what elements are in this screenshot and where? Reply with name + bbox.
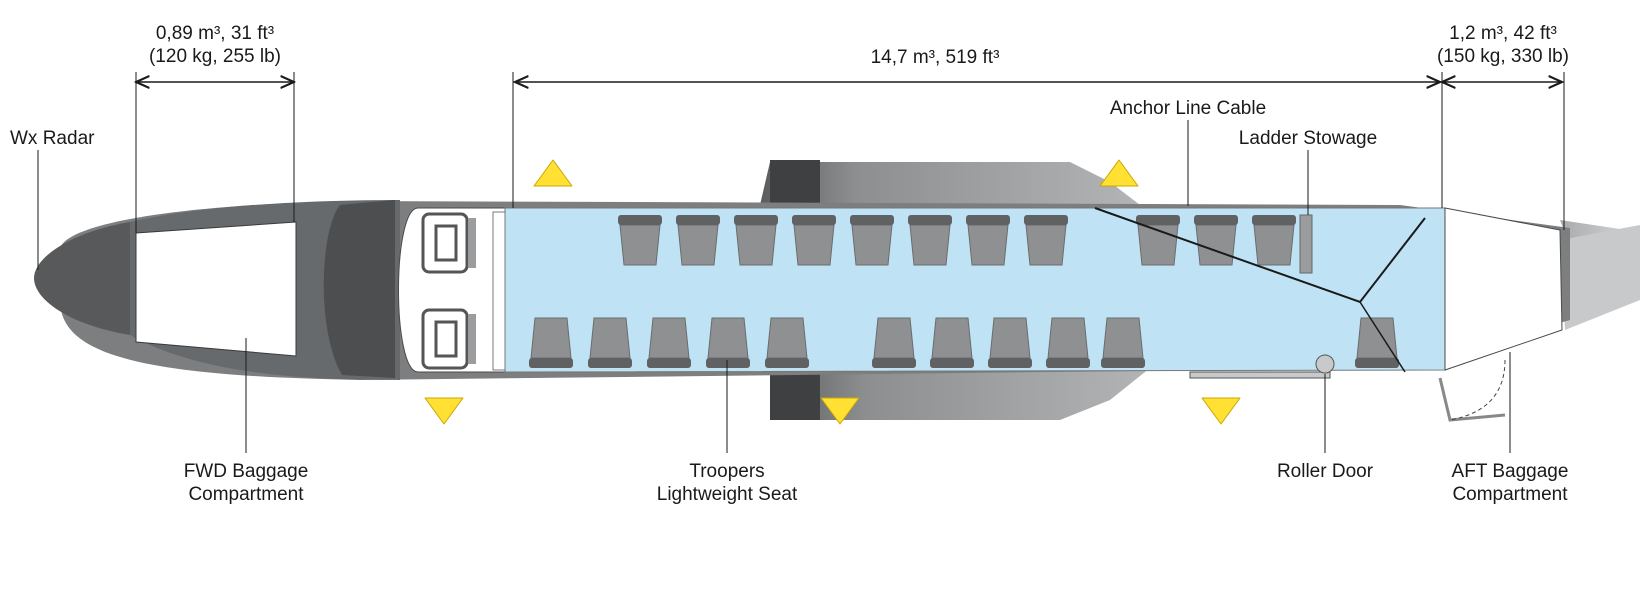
- seat-upper-2: [676, 215, 720, 266]
- exit-marker-4: [820, 397, 860, 425]
- aft-baggage-line-1: AFT Baggage: [1451, 461, 1569, 482]
- exit-marker-5: [1201, 397, 1241, 425]
- seat-lower-9: [1046, 317, 1090, 368]
- seat-upper-5: [850, 215, 894, 266]
- seat-upper-10: [1194, 215, 1238, 266]
- aft-baggage-line-2: Compartment: [1452, 484, 1568, 505]
- seat-lower-2: [588, 317, 632, 368]
- seat-lower-6: [872, 317, 916, 368]
- exit-marker-1: [533, 159, 573, 187]
- aft-volume-line-2: (150 kg, 330 lb): [1436, 46, 1570, 67]
- roller-door[interactable]: [1189, 371, 1331, 379]
- seat-lower-1: [529, 317, 573, 368]
- aft-baggage-compartment[interactable]: [1444, 207, 1563, 371]
- cockpit-window: [323, 200, 395, 378]
- seat-lower-7: [930, 317, 974, 368]
- anchor-line-cable-lower: [1359, 301, 1406, 373]
- seat-lower-8: [988, 317, 1032, 368]
- seat-upper-1: [618, 215, 662, 266]
- exit-marker-2: [1099, 159, 1139, 187]
- copilot-seat: [421, 308, 476, 370]
- seat-upper-6: [908, 215, 952, 266]
- troopers-seat-label: Troopers Lightweight Seat: [657, 460, 798, 506]
- wx-radar-label: Wx Radar: [10, 128, 95, 149]
- exit-marker-group: [424, 159, 1241, 425]
- seat-upper-8: [1024, 215, 1068, 266]
- aft-door-swing: [1449, 359, 1506, 421]
- wing-root-lower: [770, 368, 820, 420]
- wing-lower: [770, 368, 1150, 420]
- leader-lines: [37, 120, 1511, 453]
- fwd-baggage-line-2: Compartment: [188, 484, 304, 505]
- ladder-stowage-box: [1299, 214, 1313, 274]
- exit-marker-3: [424, 397, 464, 425]
- wing-root-upper: [770, 160, 820, 205]
- roller-door-label: Roller Door: [1276, 461, 1374, 482]
- fwd-volume-line-2: (120 kg, 255 lb): [148, 46, 282, 67]
- pilot-seat: [421, 212, 476, 274]
- troopers-seat-line-1: Troopers: [689, 461, 765, 482]
- main-volume-label: 14,7 m³, 519 ft³: [870, 47, 1000, 68]
- aft-door: [1438, 377, 1506, 422]
- aft-volume-line-1: 1,2 m³, 42 ft³: [1449, 23, 1557, 44]
- wing-upper: [760, 162, 1140, 205]
- seat-lower-3: [647, 317, 691, 368]
- fwd-baggage-compartment[interactable]: [135, 221, 297, 357]
- seat-lower-10: [1101, 317, 1145, 368]
- seat-group: [529, 215, 1399, 368]
- fwd-baggage-line-1: FWD Baggage: [183, 461, 309, 482]
- seat-lower-5: [765, 317, 809, 368]
- seat-upper-11: [1252, 215, 1296, 266]
- fwd-baggage-label: FWD Baggage Compartment: [184, 460, 309, 506]
- troopers-seat-line-2: Lightweight Seat: [656, 484, 798, 505]
- seat-upper-7: [966, 215, 1010, 266]
- aft-baggage-label: AFT Baggage Compartment: [1452, 460, 1569, 506]
- fwd-volume-label: 0,89 m³, 31 ft³ (120 kg, 255 lb): [149, 22, 281, 68]
- roller-door-handle: [1315, 354, 1335, 374]
- nose-radome: [34, 222, 130, 335]
- seat-lower-11: [1355, 317, 1399, 368]
- cockpit-bulkhead: [492, 211, 506, 371]
- aft-volume-label: 1,2 m³, 42 ft³ (150 kg, 330 lb): [1437, 22, 1569, 68]
- dimension-extension-lines: [135, 72, 1565, 233]
- seat-upper-4: [792, 215, 836, 266]
- fwd-volume-line-1: 0,89 m³, 31 ft³: [155, 23, 275, 44]
- horizontal-stabilizer: [1560, 225, 1640, 330]
- anchor-line-cable-label: Anchor Line Cable: [1109, 98, 1267, 119]
- seat-upper-3: [734, 215, 778, 266]
- seat-lower-4: [706, 317, 750, 368]
- seat-upper-9: [1136, 215, 1180, 266]
- ladder-stowage-label: Ladder Stowage: [1238, 128, 1378, 149]
